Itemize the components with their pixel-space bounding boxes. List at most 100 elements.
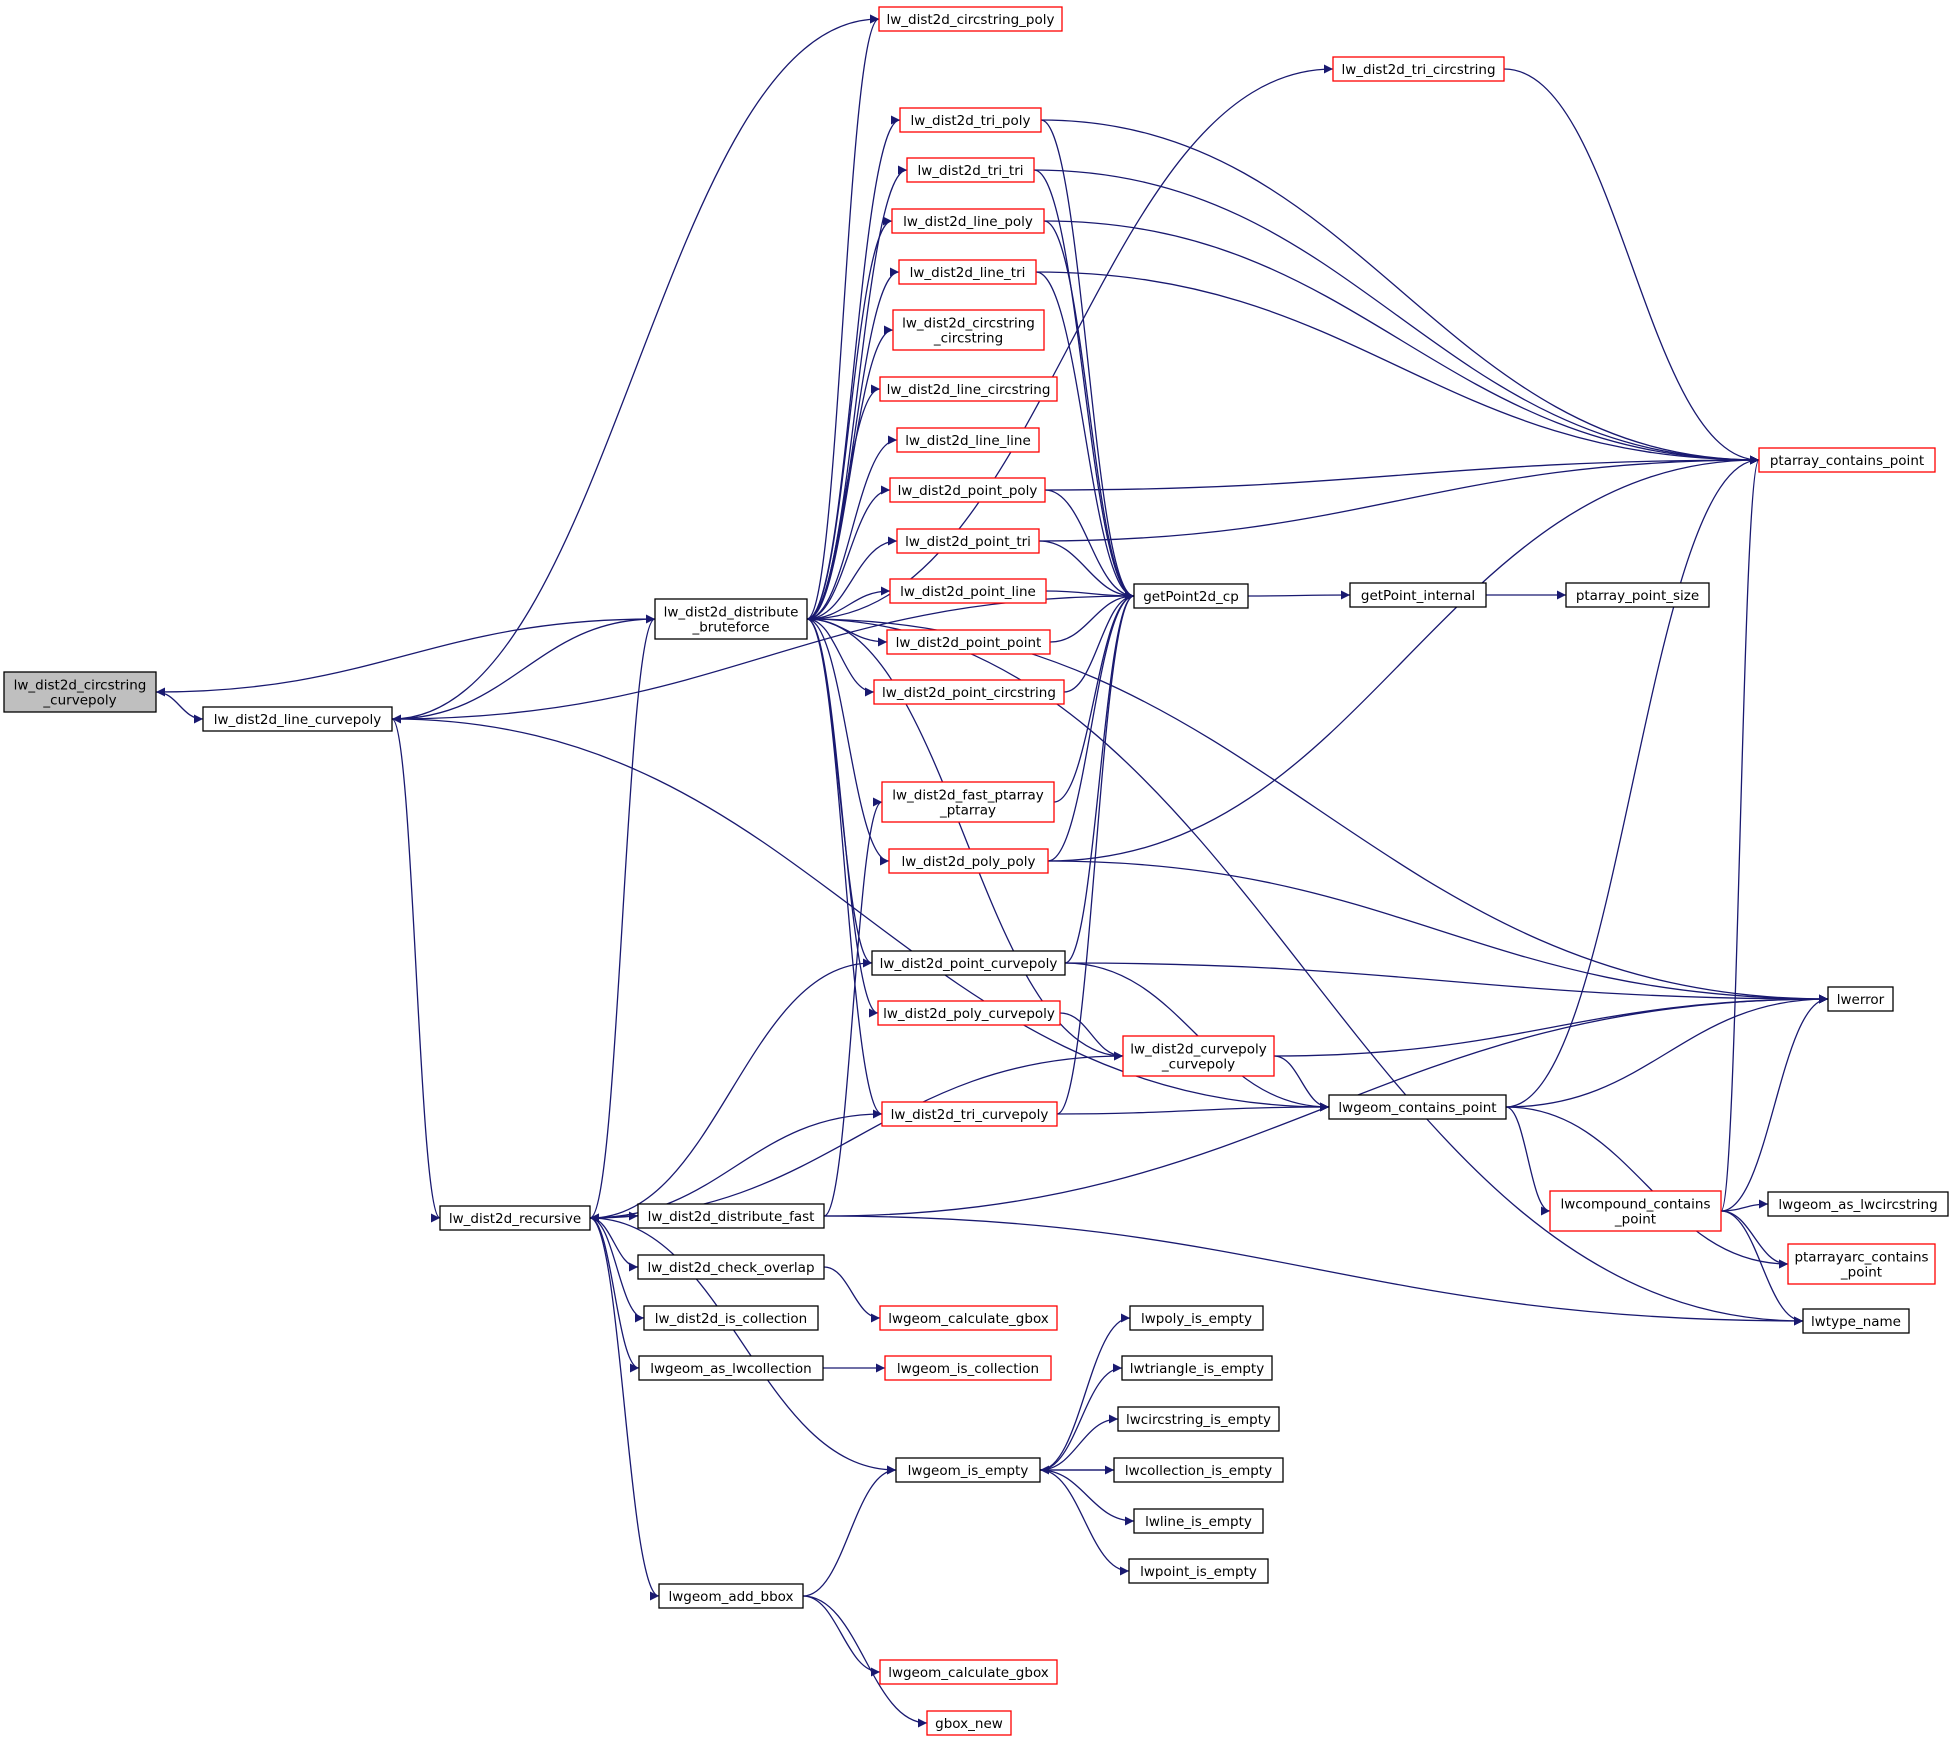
node-label: lwcircstring_is_empty — [1126, 1412, 1271, 1428]
edge-poly_curvepoly-to-curvepoly_curvepoly — [1059, 1012, 1124, 1061]
node-point_circstring[interactable]: lw_dist2d_point_circstring — [873, 679, 1065, 705]
node-is_collection[interactable]: lw_dist2d_is_collection — [643, 1305, 819, 1331]
node-point_tri[interactable]: lw_dist2d_point_tri — [896, 528, 1040, 554]
node-calc_gbox2[interactable]: lwgeom_calculate_gbox — [879, 1659, 1058, 1685]
edge-bruteforce-to-point_circstring — [806, 618, 875, 697]
node-box — [899, 107, 1042, 133]
node-point_poly[interactable]: lw_dist2d_point_poly — [889, 477, 1046, 503]
node-check_overlap[interactable]: lw_dist2d_check_overlap — [637, 1254, 825, 1280]
node-fast_ptarray[interactable]: lw_dist2d_fast_ptarray_ptarray — [881, 781, 1055, 823]
node-box — [895, 1457, 1041, 1483]
node-box — [1565, 582, 1710, 608]
node-circ_circ[interactable]: lw_dist2d_circstring_circstring — [892, 309, 1045, 351]
node-point_is_empty[interactable]: lwpoint_is_empty — [1128, 1558, 1269, 1584]
node-box — [892, 309, 1045, 351]
node-point_curvepoly[interactable]: lw_dist2d_point_curvepoly — [871, 950, 1066, 976]
node-line_circstring[interactable]: lw_dist2d_line_circstring — [879, 376, 1058, 402]
node-box — [1117, 1406, 1280, 1432]
node-root[interactable]: lw_dist2d_circstring_curvepoly — [3, 671, 157, 713]
node-bruteforce[interactable]: lw_dist2d_distribute_bruteforce — [654, 598, 808, 640]
node-lwerror[interactable]: lwerror — [1827, 986, 1894, 1012]
node-box — [896, 528, 1040, 554]
node-tri_curvepoly[interactable]: lw_dist2d_tri_curvepoly — [881, 1101, 1058, 1127]
node-box — [1802, 1308, 1910, 1334]
node-label: ptarray_contains_point — [1770, 453, 1924, 469]
node-tri_circstring[interactable]: lw_dist2d_tri_circstring — [1332, 56, 1505, 82]
node-compound_contains[interactable]: lwcompound_contains_point — [1549, 1190, 1722, 1232]
node-label: lwtriangle_is_empty — [1130, 1361, 1264, 1377]
node-curvepoly_curvepoly[interactable]: lw_dist2d_curvepoly_curvepoly — [1122, 1035, 1275, 1077]
edge-line_poly-to-getpoint2d_cp — [1043, 220, 1135, 601]
node-label: lw_dist2d_point_tri — [905, 534, 1031, 550]
node-poly_poly[interactable]: lw_dist2d_poly_poly — [888, 848, 1049, 874]
node-box — [637, 1254, 825, 1280]
node-box — [879, 1659, 1058, 1685]
node-label: lw_dist2d_distribute_fast — [648, 1209, 815, 1225]
node-ptarrayarc_contains[interactable]: ptarrayarc_contains_point — [1787, 1243, 1936, 1285]
node-label: lw_dist2d_circstring — [902, 316, 1035, 332]
node-lwtype_name[interactable]: lwtype_name — [1802, 1308, 1910, 1334]
node-poly_is_empty[interactable]: lwpoly_is_empty — [1129, 1305, 1264, 1331]
node-box — [3, 671, 157, 713]
node-ptarray_contains_point[interactable]: ptarray_contains_point — [1758, 447, 1936, 473]
node-label: lwcollection_is_empty — [1125, 1463, 1272, 1479]
node-label: lw_dist2d_poly_curvepoly — [883, 1006, 1055, 1022]
node-label: lw_dist2d_point_point — [896, 635, 1042, 651]
node-label: _circstring — [933, 331, 1003, 347]
edge-bruteforce-to-curvepoly_curvepoly — [806, 618, 1124, 1061]
node-as_lwcircstring[interactable]: lwgeom_as_lwcircstring — [1767, 1191, 1949, 1217]
node-line_poly[interactable]: lw_dist2d_line_poly — [891, 208, 1045, 234]
edge-point_tri-to-ptarray_contains_point — [1038, 455, 1760, 542]
node-ptarray_point_size[interactable]: ptarray_point_size — [1565, 582, 1710, 608]
node-getpoint_internal[interactable]: getPoint_internal — [1349, 582, 1487, 608]
node-label: _curvepoly — [42, 693, 116, 709]
node-contains_point[interactable]: lwgeom_contains_point — [1328, 1094, 1507, 1120]
node-getpoint2d_cp[interactable]: getPoint2d_cp — [1133, 583, 1249, 609]
node-label: lw_dist2d_tri_poly — [910, 113, 1030, 129]
node-triangle_is_empty[interactable]: lwtriangle_is_empty — [1121, 1355, 1273, 1381]
node-label: lw_dist2d_recursive — [449, 1211, 581, 1227]
node-is_collection2[interactable]: lwgeom_is_collection — [884, 1355, 1052, 1381]
node-poly_curvepoly[interactable]: lw_dist2d_poly_curvepoly — [877, 1000, 1061, 1026]
node-line_line[interactable]: lw_dist2d_line_line — [896, 427, 1040, 453]
node-label: lw_dist2d_line_tri — [910, 265, 1026, 281]
node-point_point[interactable]: lw_dist2d_point_point — [886, 629, 1051, 655]
node-line_is_empty[interactable]: lwline_is_empty — [1133, 1508, 1264, 1534]
edge-curvepoly_curvepoly-to-recursive — [589, 1055, 1124, 1223]
edge-point_poly-to-getpoint2d_cp — [1044, 489, 1135, 601]
node-box — [1129, 1305, 1264, 1331]
node-circstring_is_empty[interactable]: lwcircstring_is_empty — [1117, 1406, 1280, 1432]
edge-contains_point-to-ptarrayarc_contains — [1505, 1106, 1789, 1269]
edge-check_overlap-to-calc_gbox1 — [823, 1266, 881, 1323]
node-label: lw_dist2d_poly_poly — [902, 854, 1036, 870]
edge-add_bbox-to-is_empty — [802, 1465, 897, 1597]
node-circstring_poly[interactable]: lw_dist2d_circstring_poly — [878, 6, 1063, 32]
edge-line_curvepoly-to-recursive — [391, 718, 441, 1223]
node-line_curvepoly[interactable]: lw_dist2d_line_curvepoly — [202, 706, 393, 732]
node-line_tri[interactable]: lw_dist2d_line_tri — [898, 259, 1037, 285]
edge-recursive-to-add_bbox — [589, 1217, 660, 1601]
node-label: lwpoint_is_empty — [1140, 1564, 1257, 1580]
node-gbox_new[interactable]: gbox_new — [926, 1710, 1012, 1736]
node-is_empty[interactable]: lwgeom_is_empty — [895, 1457, 1041, 1483]
node-recursive[interactable]: lw_dist2d_recursive — [439, 1205, 591, 1231]
node-tri_tri[interactable]: lw_dist2d_tri_tri — [906, 157, 1035, 183]
node-label: gbox_new — [935, 1716, 1003, 1732]
node-collection_is_empty[interactable]: lwcollection_is_empty — [1113, 1457, 1284, 1483]
node-tri_poly[interactable]: lw_dist2d_tri_poly — [899, 107, 1042, 133]
node-as_lwcollection[interactable]: lwgeom_as_lwcollection — [638, 1355, 824, 1381]
node-box — [1827, 986, 1894, 1012]
edge-poly_poly-to-ptarray_contains_point — [1047, 455, 1760, 862]
node-label: lw_dist2d_tri_circstring — [1341, 62, 1495, 78]
edge-bruteforce-to-point_poly — [806, 485, 891, 620]
node-label: getPoint2d_cp — [1143, 589, 1239, 605]
node-point_line[interactable]: lw_dist2d_point_line — [889, 578, 1047, 604]
edge-line_tri-to-getpoint2d_cp — [1035, 271, 1135, 601]
node-calc_gbox1[interactable]: lwgeom_calculate_gbox — [879, 1305, 1058, 1331]
node-distribute_fast[interactable]: lw_dist2d_distribute_fast — [637, 1203, 825, 1229]
node-add_bbox[interactable]: lwgeom_add_bbox — [658, 1583, 804, 1609]
edge-bruteforce-to-line_circstring — [806, 384, 881, 620]
edge-is_empty-to-point_is_empty — [1039, 1469, 1130, 1576]
node-box — [1332, 56, 1505, 82]
